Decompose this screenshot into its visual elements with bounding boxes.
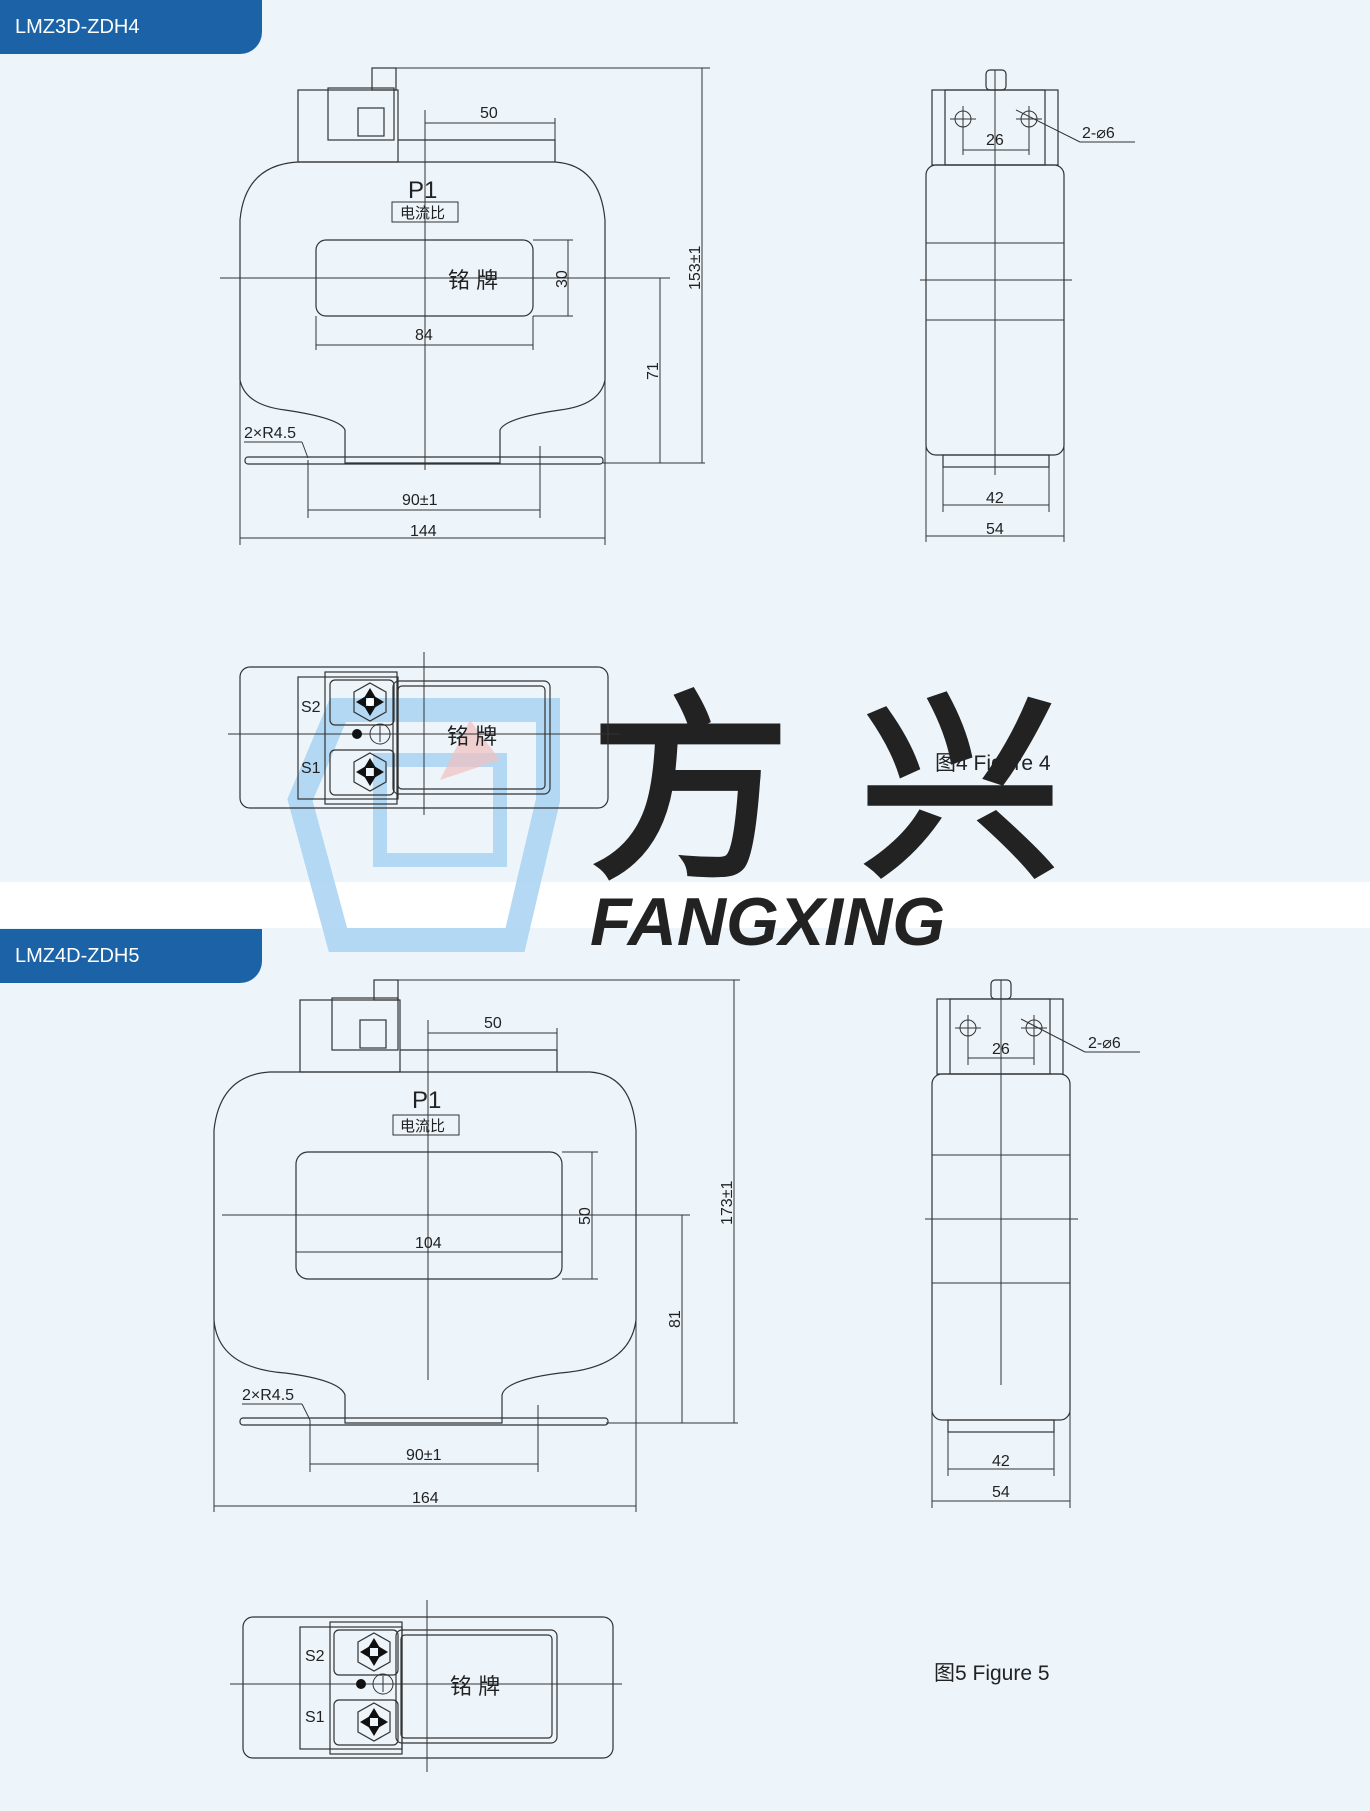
- terminal-bolt-icon: [360, 1708, 388, 1736]
- figure4-side-view: 2-⌀6 26 42 54: [920, 69, 1135, 542]
- fangxing-logo-icon: [287, 698, 560, 952]
- dim-window-height: 50: [577, 1207, 594, 1225]
- dim-overall-width: 164: [412, 1490, 439, 1507]
- ratio-label: 电流比: [400, 205, 445, 222]
- figure4-caption: 图4 Figure 4: [935, 752, 1051, 775]
- figure5-front-view: P1 电流比 50 50 104 81 173±1 2×R4.5: [213, 979, 740, 1512]
- dim-overall-width: 144: [410, 523, 437, 540]
- dim-top-width: 50: [484, 1015, 502, 1032]
- base-foot: [239, 1417, 609, 1426]
- top-body: [242, 1616, 614, 1759]
- top-nameplate-label: 铭 牌: [447, 724, 497, 749]
- figure5-caption: 图5 Figure 5: [934, 1662, 1050, 1685]
- terminal-bolt-icon: [356, 688, 384, 716]
- dim-hole-spacing: 90±1: [402, 492, 438, 509]
- terminal-block: [297, 89, 399, 163]
- dim-hole-spacing-side: 26: [986, 132, 1004, 149]
- nameplate-label: 铭 牌: [448, 268, 498, 293]
- top-nameplate-label: 铭 牌: [450, 1674, 500, 1699]
- dim-center-height: 81: [667, 1310, 684, 1328]
- terminal-bolt-icon: [360, 1638, 388, 1666]
- terminal-block: [299, 999, 401, 1073]
- ground-screw-icon: [356, 1673, 394, 1695]
- dim-window-height: 30: [554, 270, 571, 288]
- model-tag-2: LMZ4D-ZDH5: [0, 929, 262, 983]
- dim-base-outer: 54: [992, 1484, 1010, 1501]
- figure4-top-view: S2 S1 铭 牌: [228, 652, 620, 815]
- ground-screw-icon: [352, 723, 391, 745]
- dim-hole-spacing: 90±1: [406, 1447, 442, 1464]
- model-tag-1: LMZ3D-ZDH4: [0, 0, 262, 54]
- terminal-bolt-icon: [356, 758, 384, 786]
- watermark-cn: 方兴: [590, 680, 1130, 903]
- terminal-p1-label: P1: [408, 177, 437, 204]
- figure5-side-view: 2-⌀6 26 42 54: [925, 979, 1140, 1508]
- terminal-s1-label: S1: [305, 1709, 325, 1726]
- dim-top-width: 50: [480, 105, 498, 122]
- figure4-front-view: P1 电流比 铭 牌 50 30 84 71 153±1: [220, 67, 710, 545]
- dim-total-height: 153±1: [687, 246, 704, 290]
- terminal-p1-label: P1: [412, 1087, 441, 1114]
- dim-radius: 2×R4.5: [244, 425, 296, 442]
- dim-window-width: 84: [415, 327, 433, 344]
- dim-holes: 2-⌀6: [1082, 125, 1115, 142]
- mounting-bracket: [936, 998, 1064, 1075]
- dim-center-height: 71: [645, 362, 662, 380]
- watermark-en: FANGXING: [590, 884, 945, 960]
- terminal-s2-label: S2: [301, 699, 321, 716]
- base-foot: [244, 456, 604, 465]
- figure5-top-view: S2 S1 铭 牌: [230, 1600, 622, 1772]
- dim-window-width: 104: [415, 1235, 442, 1252]
- dim-holes: 2-⌀6: [1088, 1035, 1121, 1052]
- dim-base-outer: 54: [986, 521, 1004, 538]
- terminal-s2-label: S2: [305, 1648, 325, 1665]
- dim-total-height: 173±1: [719, 1181, 736, 1225]
- ratio-label: 电流比: [400, 1118, 445, 1135]
- dim-base-inner: 42: [986, 490, 1004, 507]
- terminal-s1-label: S1: [301, 760, 321, 777]
- transformer-body: [239, 161, 606, 464]
- dim-hole-spacing-side: 26: [992, 1041, 1010, 1058]
- dim-base-inner: 42: [992, 1453, 1010, 1470]
- dim-radius: 2×R4.5: [242, 1387, 294, 1404]
- separator-band: [0, 882, 1370, 928]
